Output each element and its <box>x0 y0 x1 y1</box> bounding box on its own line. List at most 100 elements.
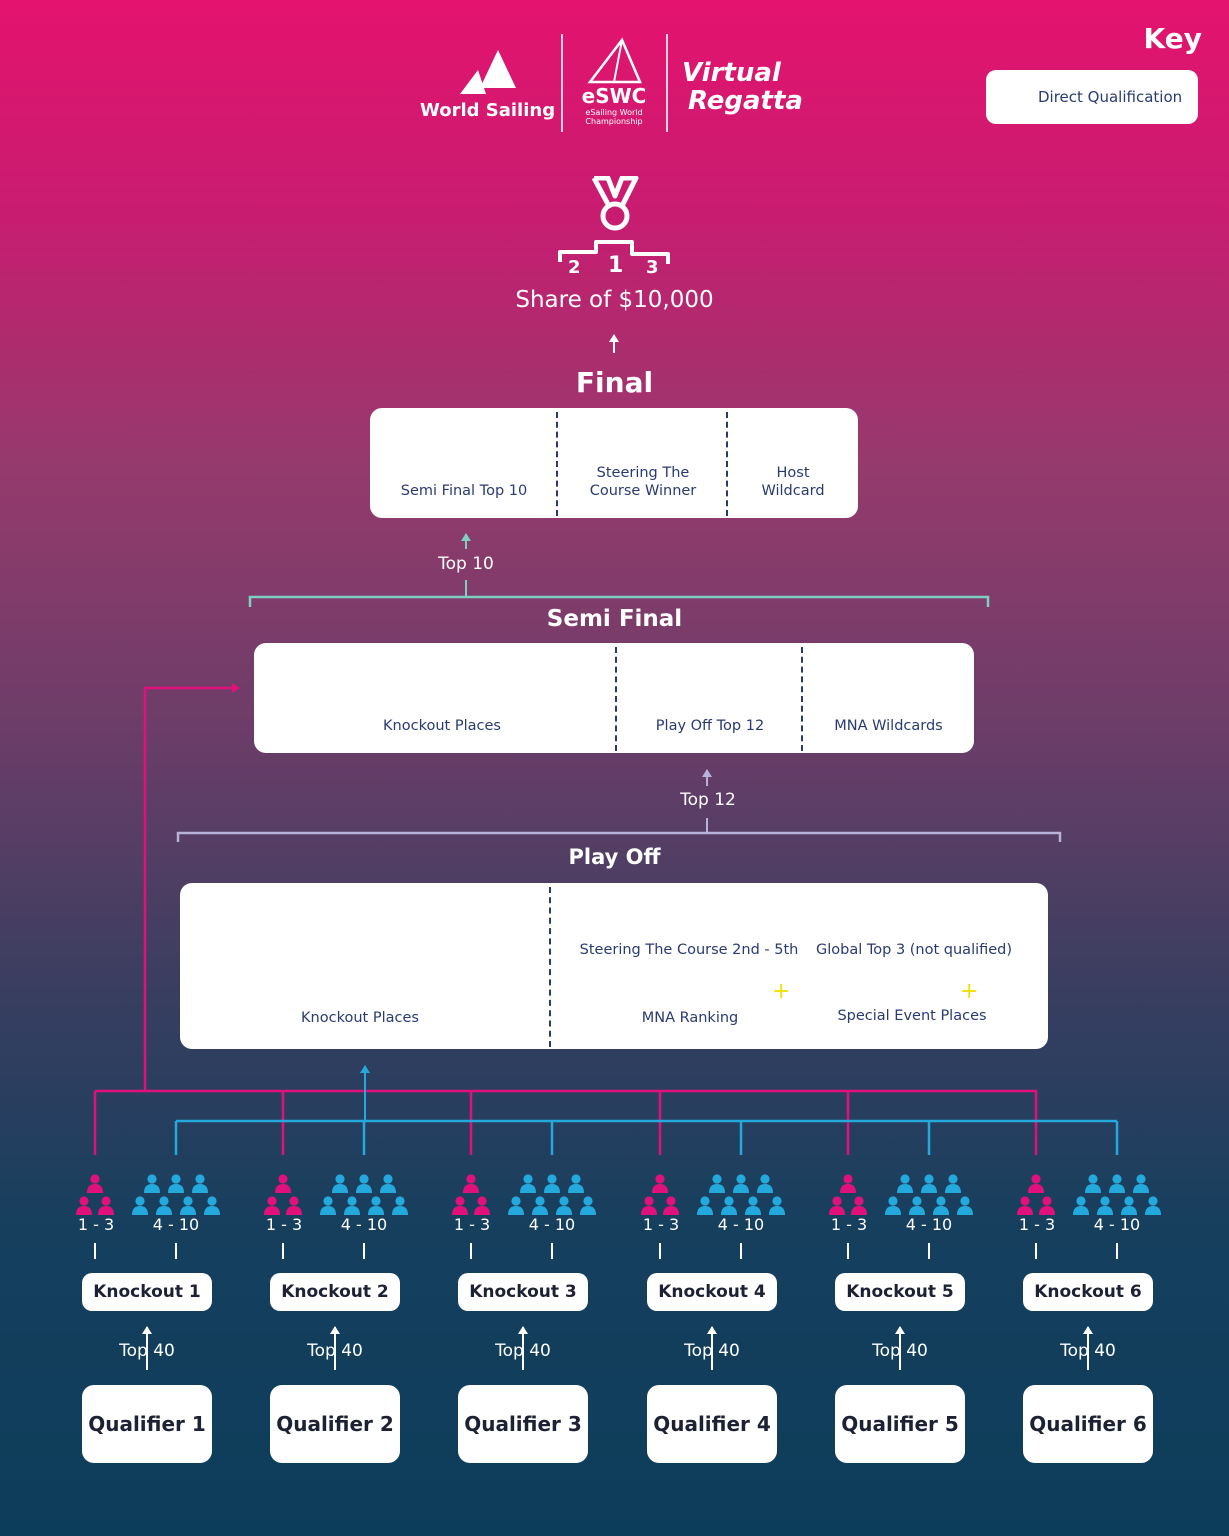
qualifier-6-box: Qualifier 6 <box>1023 1385 1153 1463</box>
person-icon <box>840 1174 856 1193</box>
person-icon <box>264 1196 280 1215</box>
person-icon <box>204 1196 220 1215</box>
person-icon <box>957 1196 973 1215</box>
person-icon <box>829 1196 845 1215</box>
final-stc-winner-label: Steering The Course Winner <box>589 465 697 499</box>
person-icon <box>320 1196 336 1215</box>
person-icon <box>332 1174 348 1193</box>
person-icon <box>275 1174 291 1193</box>
eswc-sub1: eSailing World <box>585 108 643 117</box>
arrow-head <box>609 334 619 342</box>
connector-line <box>176 831 1062 842</box>
person-icon <box>733 1174 749 1193</box>
podium-icon <box>558 240 670 264</box>
connector-line <box>143 686 234 1091</box>
person-icon <box>641 1196 657 1215</box>
key-box: Direct Qualification <box>986 70 1198 124</box>
top40-label: Top 40 <box>307 1341 363 1361</box>
person-icon <box>1121 1196 1137 1215</box>
person-icon <box>1145 1196 1161 1215</box>
person-icon <box>1133 1174 1149 1193</box>
podium-3: 3 <box>646 257 659 278</box>
world-sailing-logo: World Sailing <box>420 48 555 128</box>
semi-divider-2 <box>801 647 803 751</box>
person-icon <box>87 1174 103 1193</box>
playoff-knockout-label: Knockout Places <box>301 1010 419 1026</box>
arrow-head <box>518 1326 528 1334</box>
podium-1: 1 <box>608 253 624 278</box>
key-label: Direct Qualification <box>1038 88 1183 106</box>
play-off-card: Knockout Places Steering The Course 2nd … <box>180 883 1048 1049</box>
person-icon <box>897 1174 913 1193</box>
top40-label: Top 40 <box>119 1341 175 1361</box>
person-icon <box>945 1174 961 1193</box>
arrow-head <box>232 683 240 693</box>
arrow-head <box>330 1326 340 1334</box>
round-top-range: 1 - 3 <box>453 1215 491 1234</box>
special-plus: + <box>960 979 979 1004</box>
top40-label: Top 40 <box>872 1341 928 1361</box>
logo-divider-2 <box>666 34 668 132</box>
round-rest-range: 4 - 10 <box>528 1215 576 1234</box>
eswc-sub2: Championship <box>585 117 643 126</box>
top10-label: Top 10 <box>438 554 494 574</box>
person-icon <box>356 1174 372 1193</box>
round-top-range: 1 - 3 <box>830 1215 868 1234</box>
person-icon <box>1028 1174 1044 1193</box>
eswc-sail-icon <box>587 37 642 84</box>
final-title: Final <box>575 366 654 399</box>
arrow-head <box>461 533 471 541</box>
person-icon <box>580 1196 596 1215</box>
play-off-title: Play Off <box>568 845 661 869</box>
person-icon <box>392 1196 408 1215</box>
eswc-title: eSWC <box>581 84 647 108</box>
person-icon <box>909 1196 925 1215</box>
arrow-head <box>707 1326 717 1334</box>
knockout-4-box: Knockout 4 <box>647 1273 777 1311</box>
person-icon <box>652 1174 668 1193</box>
person-icon <box>933 1196 949 1215</box>
qualifier-1-box: Qualifier 1 <box>82 1385 212 1463</box>
person-icon <box>463 1174 479 1193</box>
playoff-mna-label: MNA Ranking <box>641 1010 739 1026</box>
podium-2: 2 <box>568 257 581 278</box>
round-rest-range: 4 - 10 <box>905 1215 953 1234</box>
logo-divider <box>561 34 563 132</box>
round-rest-range: 4 - 10 <box>1093 1215 1141 1234</box>
key-title: Key <box>1143 22 1202 55</box>
qualifier-3-box: Qualifier 3 <box>458 1385 588 1463</box>
person-icon <box>76 1196 92 1215</box>
person-icon <box>885 1196 901 1215</box>
person-icon <box>1073 1196 1089 1215</box>
vr-line1: Virtual <box>682 58 781 88</box>
playoff-global-label: Global Top 3 (not qualified) <box>816 942 1013 958</box>
person-icon <box>745 1196 761 1215</box>
qualifier-5-box: Qualifier 5 <box>835 1385 965 1463</box>
knockout-2-box: Knockout 2 <box>270 1273 400 1311</box>
round-top-range: 1 - 3 <box>77 1215 115 1234</box>
person-icon <box>98 1196 114 1215</box>
qualifier-2-box: Qualifier 2 <box>270 1385 400 1463</box>
person-icon <box>132 1196 148 1215</box>
person-icon <box>368 1196 384 1215</box>
round-top-range: 1 - 3 <box>265 1215 303 1234</box>
knockout-1-box: Knockout 1 <box>82 1273 212 1311</box>
top40-label: Top 40 <box>684 1341 740 1361</box>
arrow-head <box>702 769 712 777</box>
arrow-head <box>360 1065 370 1073</box>
semi-knockout-label: Knockout Places <box>383 718 501 734</box>
person-icon <box>344 1196 360 1215</box>
medal-icon <box>591 176 639 231</box>
eswc-logo: eSWC eSailing World Championship <box>578 36 650 132</box>
top40-label: Top 40 <box>495 1341 551 1361</box>
person-icon <box>556 1196 572 1215</box>
semi-playoff-label: Play Off Top 12 <box>655 718 765 734</box>
person-icon <box>709 1174 725 1193</box>
sail-logo-icon <box>460 50 516 94</box>
person-icon <box>697 1196 713 1215</box>
final-card: Semi Final Top 10 Steering The Course Wi… <box>370 408 858 518</box>
person-icon <box>520 1174 536 1193</box>
person-icon <box>192 1174 208 1193</box>
person-icon <box>156 1196 172 1215</box>
